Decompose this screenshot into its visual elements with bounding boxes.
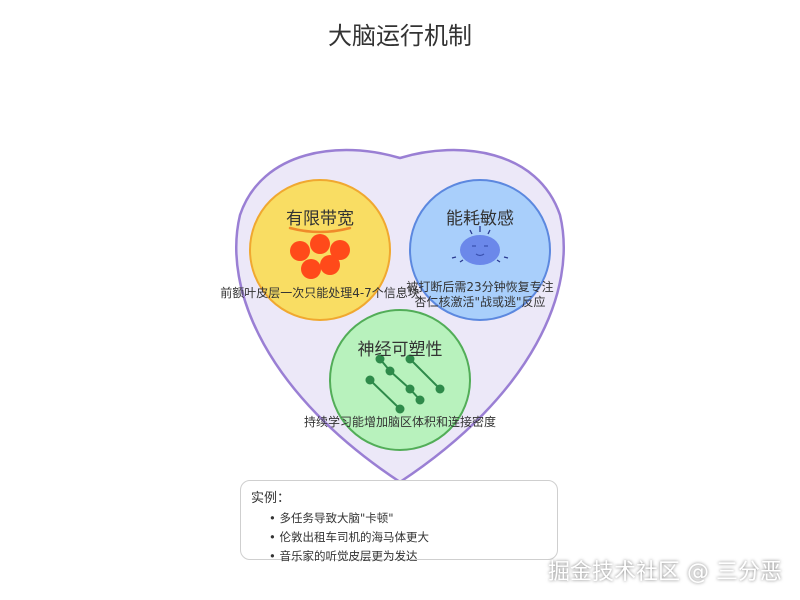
plasticity-title: 神经可塑性: [357, 340, 443, 360]
tired-face-icon: [451, 226, 509, 265]
underline-arc-icon: [288, 226, 352, 234]
list-item: 伦敦出租车司机的海马体更大: [269, 528, 429, 547]
examples-title: 实例：: [251, 491, 291, 506]
bandwidth-title: 有限带宽: [286, 209, 354, 229]
watermark: 掘金技术社区 @ 三分恶: [548, 560, 782, 585]
energy-description-line2: 杏仁核激活"战或逃"反应: [414, 295, 546, 309]
energy-title: 能耗敏感: [446, 209, 514, 229]
information-chunks-icon: [290, 234, 350, 279]
list-item: 音乐家的听觉皮层更为发达: [269, 547, 429, 566]
neuron-connections-icon: [365, 354, 445, 414]
list-item: 多任务导致大脑"卡顿": [269, 509, 429, 528]
energy-description-line1: 被打断后需23分钟恢复专注: [406, 280, 554, 294]
page-title: 大脑运行机制: [328, 22, 472, 50]
examples-box: 实例： 多任务导致大脑"卡顿" 伦敦出租车司机的海马体更大 音乐家的听觉皮层更为…: [240, 480, 558, 563]
bandwidth-description: 前额叶皮层一次只能处理4-7个信息块: [220, 286, 420, 300]
examples-list: 多任务导致大脑"卡顿" 伦敦出租车司机的海马体更大 音乐家的听觉皮层更为发达: [269, 509, 429, 566]
plasticity-description: 持续学习能增加脑区体积和连接密度: [303, 415, 496, 429]
